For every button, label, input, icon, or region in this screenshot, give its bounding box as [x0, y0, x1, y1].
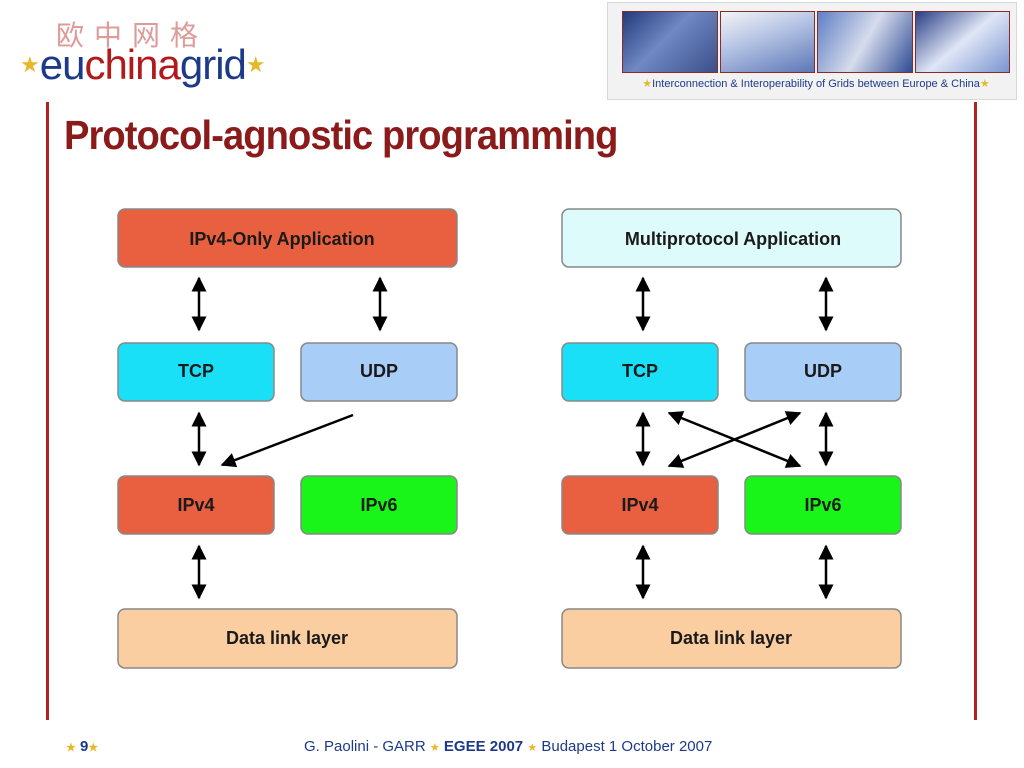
- banner-caption: ★Interconnection & Interoperability of G…: [622, 77, 1010, 90]
- left-ipv4-box: [117, 475, 275, 535]
- slide-title: Protocol-agnostic programming: [64, 112, 618, 158]
- left-udp-label: UDP: [360, 361, 398, 381]
- banner-photo-fiber: [914, 11, 1010, 73]
- footer-credits: G. Paolini - GARR ★ EGEE 2007 ★ Budapest…: [304, 738, 712, 755]
- right-datalink-label: Data link layer: [670, 628, 792, 648]
- footer-location-date: Budapest 1 October 2007: [541, 738, 713, 755]
- page-star-left-icon: ★: [66, 742, 76, 754]
- banner-photo-scientist: [622, 11, 718, 73]
- right-ipv6-label: IPv6: [804, 495, 841, 515]
- left-datalink-box: [117, 608, 458, 669]
- right-datalink-box: [561, 608, 902, 669]
- logo-wordmark: euchinagrid: [39, 41, 247, 88]
- right-tcp-box: [561, 342, 719, 402]
- right-app-box: [561, 208, 902, 268]
- footer-star-icon: ★: [527, 742, 538, 754]
- right-stack: Multiprotocol Application TCP UDP IPv4 I…: [561, 208, 902, 669]
- left-ipv4-label: IPv4: [177, 495, 214, 515]
- right-ipv6-box: [744, 475, 902, 535]
- left-tcp-label: TCP: [178, 361, 214, 381]
- left-udp-box: [300, 342, 458, 402]
- footer-star-icon: ★: [429, 742, 440, 754]
- caption-star-right-icon: ★: [979, 78, 990, 90]
- left-app-label: IPv4-Only Application: [189, 229, 374, 249]
- banner-photo-lab: [817, 11, 913, 73]
- left-ipv6-box: [300, 475, 458, 535]
- right-udp-box: [744, 342, 902, 402]
- logo-grid-text: grid: [179, 41, 247, 88]
- right-ipv4-box: [561, 475, 719, 535]
- euchinagrid-logo: ★ euchinagrid ★: [20, 40, 266, 90]
- banner-caption-text: Interconnection & Interoperability of Gr…: [652, 78, 980, 90]
- left-tcp-box: [117, 342, 275, 402]
- logo-eu-text: eu: [39, 41, 86, 88]
- left-udp-ipv4-arrow: [220, 413, 354, 468]
- left-border-line: [46, 102, 49, 720]
- right-udp-ipv4-arrow: [667, 411, 802, 468]
- right-ipv4-label: IPv4: [621, 495, 658, 515]
- banner-photo-strip: [622, 11, 1010, 73]
- page-number: 9: [80, 738, 89, 755]
- left-datalink-label: Data link layer: [226, 628, 348, 648]
- caption-star-left-icon: ★: [642, 78, 653, 90]
- right-udp-label: UDP: [804, 361, 842, 381]
- logo-star-left-icon: ★: [20, 52, 40, 77]
- banner-photo-dna: [719, 11, 815, 73]
- footer-event: EGEE 2007: [443, 738, 524, 755]
- footer-page-number: ★ 9★: [66, 738, 98, 755]
- left-stack: IPv4-Only Application TCP UDP IPv4 IPv6 …: [117, 208, 458, 669]
- left-ipv6-label: IPv6: [360, 495, 397, 515]
- left-app-box: [117, 208, 458, 268]
- header-banner: ★Interconnection & Interoperability of G…: [607, 2, 1017, 100]
- right-border-line: [974, 102, 977, 720]
- right-tcp-label: TCP: [622, 361, 658, 381]
- logo-china-text: china: [84, 41, 180, 88]
- logo-star-right-icon: ★: [245, 52, 266, 77]
- page-star-right-icon: ★: [88, 742, 99, 754]
- right-app-label: Multiprotocol Application: [625, 229, 841, 249]
- footer-author: G. Paolini - GARR: [304, 738, 426, 755]
- logo-chinese-text: 欧中网格: [56, 19, 209, 52]
